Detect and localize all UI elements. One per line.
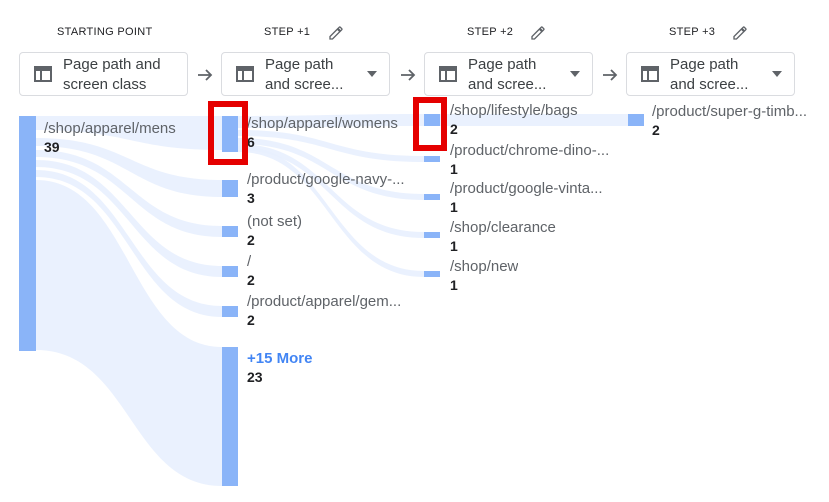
node-count-step3-0: 2 bbox=[652, 122, 660, 138]
node-label-step2-2[interactable]: /product/google-vinta... bbox=[450, 180, 603, 197]
step-label-1: STEP +1 bbox=[264, 26, 311, 38]
flow-start-womens bbox=[36, 116, 222, 150]
edit-step1-icon[interactable] bbox=[328, 25, 344, 41]
dimension-label-line1: Page path bbox=[670, 56, 739, 73]
arrow-right-icon bbox=[401, 69, 416, 81]
arrow-right-icon bbox=[603, 69, 618, 81]
node-bar-step2-4[interactable] bbox=[424, 271, 440, 277]
node-count-start: 39 bbox=[44, 139, 60, 155]
node-label-step2-1[interactable]: /product/chrome-dino-... bbox=[450, 142, 610, 159]
dropdown-caret-icon bbox=[570, 71, 580, 77]
node-label-step1-4[interactable]: /product/apparel/gem... bbox=[247, 293, 402, 310]
node-count-step1-2: 2 bbox=[247, 232, 255, 248]
edit-step3-icon[interactable] bbox=[732, 25, 748, 41]
node-bar-step2-1[interactable] bbox=[424, 156, 440, 162]
node-count-step1-4: 2 bbox=[247, 312, 255, 328]
step-label-2: STEP +2 bbox=[467, 26, 514, 38]
node-label-step1-1[interactable]: /product/google-navy-... bbox=[247, 171, 405, 188]
dimension-label-line2: and scree... bbox=[265, 76, 344, 93]
node-label-step2-0[interactable]: /shop/lifestyle/bags bbox=[450, 102, 578, 119]
node-bar-step3-0[interactable] bbox=[628, 114, 644, 126]
dimension-selector-step2[interactable]: Page path and scree... bbox=[424, 52, 593, 96]
flow-womens-new bbox=[238, 146, 424, 277]
node-bar-step1-1[interactable] bbox=[222, 180, 238, 197]
step-label-start: STARTING POINT bbox=[57, 26, 153, 38]
node-count-step2-3: 1 bbox=[450, 238, 458, 254]
node-bar-step1-2[interactable] bbox=[222, 226, 238, 237]
node-label-step3-0[interactable]: /product/super-g-timb... bbox=[652, 103, 808, 120]
flow-start-more bbox=[36, 180, 222, 486]
node-bar-step1-more[interactable] bbox=[222, 347, 238, 486]
node-label-step2-4[interactable]: /shop/new bbox=[450, 258, 519, 275]
more-nodes-link[interactable]: +15 More bbox=[247, 350, 313, 367]
dropdown-caret-icon bbox=[367, 71, 377, 77]
flow-bags-timb bbox=[440, 114, 628, 126]
flow-start-notset bbox=[36, 150, 222, 237]
flow-womens-bags bbox=[238, 114, 424, 128]
flow-womens-chrome bbox=[238, 130, 424, 162]
dimension-label-line2: and scree... bbox=[468, 76, 547, 93]
node-label-step1-3[interactable]: / bbox=[247, 253, 252, 270]
node-bar-step2-2[interactable] bbox=[424, 194, 440, 200]
node-count-step1-3: 2 bbox=[247, 272, 255, 288]
table-icon bbox=[641, 66, 659, 82]
edit-step2-icon[interactable] bbox=[530, 25, 546, 41]
node-bar-step1-3[interactable] bbox=[222, 266, 238, 277]
node-label-step1-2[interactable]: (not set) bbox=[247, 213, 303, 230]
node-count-step2-0: 2 bbox=[450, 121, 458, 137]
node-count-step2-2: 1 bbox=[450, 199, 458, 215]
arrow-right-icon bbox=[198, 69, 213, 81]
node-label-start[interactable]: /shop/apparel/mens bbox=[44, 120, 176, 137]
node-count-step1-more: 23 bbox=[247, 369, 263, 385]
node-bar-start[interactable] bbox=[19, 116, 36, 351]
table-icon bbox=[439, 66, 457, 82]
dimension-label-line1: Page path and bbox=[63, 56, 161, 73]
flow-womens-vinta bbox=[238, 138, 424, 200]
dimension-label-line1: Page path bbox=[265, 56, 334, 73]
dimension-selector-start[interactable]: Page path and screen class bbox=[19, 52, 188, 96]
dimension-label-line1: Page path bbox=[468, 56, 537, 73]
node-count-step1-0: 6 bbox=[247, 134, 255, 150]
node-label-step2-3[interactable]: /shop/clearance bbox=[450, 219, 556, 236]
dimension-label-line2: and scree... bbox=[670, 76, 749, 93]
node-count-step1-1: 3 bbox=[247, 190, 255, 206]
node-label-step1-0[interactable]: /shop/apparel/womens bbox=[247, 115, 398, 132]
node-bar-step2-3[interactable] bbox=[424, 232, 440, 238]
flow-start-navy bbox=[36, 138, 222, 197]
node-bar-step1-0[interactable] bbox=[222, 116, 238, 152]
dimension-selector-step1[interactable]: Page path and scree... bbox=[221, 52, 390, 96]
highlight-box-step1 bbox=[208, 101, 248, 165]
dimension-selector-step3[interactable]: Page path and scree... bbox=[626, 52, 795, 96]
flow-womens-clearance bbox=[238, 144, 424, 238]
table-icon bbox=[236, 66, 254, 82]
node-bar-step2-0[interactable] bbox=[424, 114, 440, 126]
highlight-box-step2 bbox=[413, 97, 447, 151]
node-bar-step1-4[interactable] bbox=[222, 306, 238, 317]
table-icon bbox=[34, 66, 52, 82]
flow-start-gem bbox=[36, 170, 222, 317]
step-label-3: STEP +3 bbox=[669, 26, 716, 38]
flow-start-root bbox=[36, 160, 222, 277]
dimension-label-line2: screen class bbox=[63, 76, 147, 93]
node-count-step2-4: 1 bbox=[450, 277, 458, 293]
dropdown-caret-icon bbox=[772, 71, 782, 77]
node-count-step2-1: 1 bbox=[450, 161, 458, 177]
